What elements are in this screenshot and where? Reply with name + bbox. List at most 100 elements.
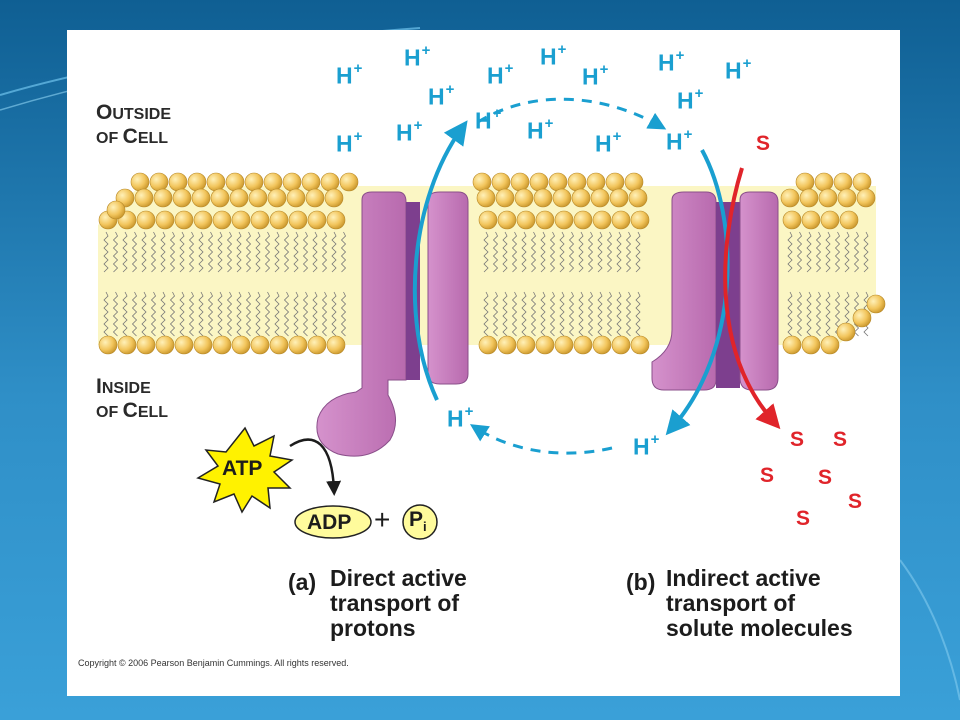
phospholipid-tail [521, 231, 527, 273]
phospholipid-tail [141, 291, 147, 337]
phospholipid-tail [863, 231, 869, 273]
phospholipid-tail [321, 231, 328, 273]
phospholipid-head [609, 188, 629, 208]
phospholipid-head [782, 335, 802, 355]
phospholipid-tail [188, 231, 195, 273]
phospholipid-head [244, 172, 264, 192]
phospholipid-tail [236, 291, 242, 337]
phospholipid-tail [559, 231, 565, 273]
phospholipid-head [269, 210, 289, 230]
phospholipid-tail [245, 231, 252, 273]
phospholipid-tail [806, 291, 812, 337]
phospholipid-head [514, 188, 534, 208]
phospholipid-head [552, 188, 572, 208]
phospholipid-head [206, 172, 226, 192]
phospholipid-head [250, 335, 270, 355]
lipid-tails [103, 231, 869, 337]
phospholipid-head [305, 188, 325, 208]
phospholipid-tail [245, 291, 252, 337]
phospholipid-tail [331, 291, 337, 337]
phospholipid-tail [787, 291, 793, 337]
phospholipid-head [529, 172, 549, 192]
phospholipid-head [852, 308, 872, 328]
phospholipid-tail [606, 231, 613, 273]
phospholipid-tail [321, 291, 328, 337]
phospholipid-head [837, 188, 857, 208]
phospholipid-tail [587, 291, 594, 337]
phospholipid-tail [122, 231, 128, 273]
solute-label: S [818, 466, 833, 489]
phospholipid-tail [530, 291, 537, 337]
inside-diffusion-dashed-arrow [469, 424, 613, 455]
phospholipid-tail [179, 231, 185, 273]
phospholipid-tail [825, 291, 831, 337]
phospholipid-tail [834, 231, 841, 273]
phospholipid-head [117, 335, 137, 355]
phospholipid-head [782, 210, 802, 230]
phospholipid-head [630, 335, 650, 355]
phospholipid-head [801, 335, 821, 355]
phospholipid-tail [616, 291, 622, 337]
phospholipid-head [630, 210, 650, 230]
phospholipid-tail [511, 231, 518, 273]
phospholipid-tail [530, 231, 537, 273]
solute-label: S [848, 490, 863, 513]
phospholipid-tail [103, 231, 109, 273]
phospholipid-tail [815, 291, 822, 337]
phospholipid-head [288, 335, 308, 355]
phospholipid-tail [597, 231, 603, 273]
phospholipid-tail [853, 231, 860, 273]
phospholipid-head [267, 188, 287, 208]
phospholipid-head [288, 210, 308, 230]
phospholipid-tail [255, 291, 261, 337]
phospholipid-head [554, 210, 574, 230]
phospholipid-tail [207, 231, 214, 273]
phospholipid-head [852, 172, 872, 192]
phospholipid-head [106, 200, 126, 220]
phospholipid-tail [578, 291, 584, 337]
proton-label: H+ [487, 60, 514, 89]
phospholipid-tail [340, 231, 347, 273]
phospholipid-head [799, 188, 819, 208]
phospholipid-tail [616, 231, 622, 273]
phospholipid-tail [635, 231, 641, 273]
phospholipid-tail [131, 231, 138, 273]
phospholipid-tail [549, 291, 556, 337]
phospholipid-head [134, 188, 154, 208]
phospholipid-head [320, 172, 340, 192]
phospholipid-tail [198, 291, 204, 337]
phospholipid-head [210, 188, 230, 208]
proton-label: H+ [336, 60, 363, 89]
phospholipid-tail [150, 291, 157, 337]
phospholipid-head [324, 188, 344, 208]
phospholipid-head [535, 210, 555, 230]
phospholipid-head [476, 188, 496, 208]
phospholipid-tail [198, 231, 204, 273]
phospholipid-tail [331, 231, 337, 273]
phospholipid-tail [226, 231, 233, 273]
phospholipid-head [307, 210, 327, 230]
phospholipid-head [628, 188, 648, 208]
phospholipid-head [248, 188, 268, 208]
phospholipid-head [339, 172, 359, 192]
phospholipid-tail [169, 231, 176, 273]
phospholipid-tail [293, 231, 299, 273]
phospholipid-head [191, 188, 211, 208]
phospholipid-tail [825, 231, 831, 273]
proton-label: H+ [527, 115, 554, 144]
phospholipid-head [153, 188, 173, 208]
phospholipid-tail [312, 231, 318, 273]
phospholipid-tail [502, 291, 508, 337]
proton-label: H+ [666, 126, 693, 155]
proton-label: H+ [633, 431, 660, 460]
proton-label: H+ [677, 85, 704, 114]
phospholipid-tail [597, 291, 603, 337]
proton-label: H+ [428, 81, 455, 110]
phospholipid-head [478, 335, 498, 355]
phospholipid-head [174, 335, 194, 355]
proton-label: H+ [475, 105, 502, 134]
phospholipid-tail [207, 291, 214, 337]
phospholipid-head [820, 210, 840, 230]
phospholipid-head [212, 335, 232, 355]
